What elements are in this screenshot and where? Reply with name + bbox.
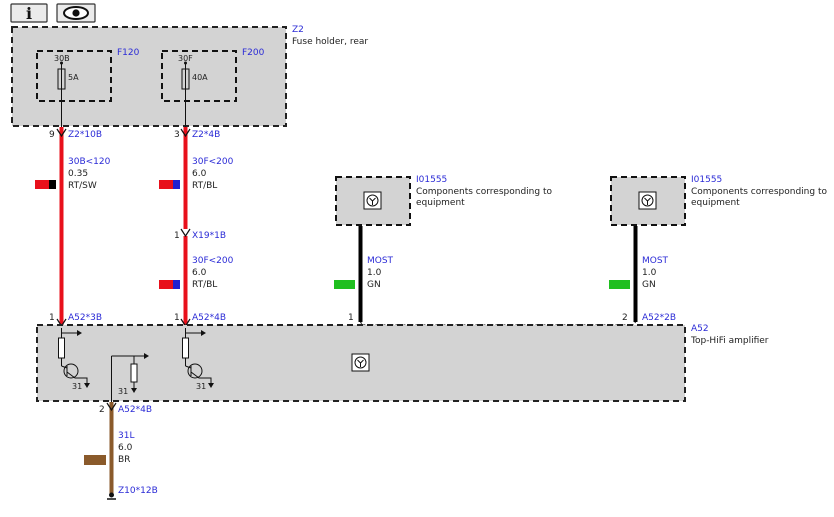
wire-most-left-color: GN <box>367 280 381 290</box>
wire-most-right-color-swatch <box>609 280 630 289</box>
wire-30b-120-color-swatch <box>35 180 56 189</box>
wire-30f-200-lower-size: 6.0 <box>192 268 207 278</box>
wire-31l-color: BR <box>118 455 130 465</box>
wire-30b-120-color: RT/SW <box>68 181 97 191</box>
ground-label-3: 31 <box>196 382 206 391</box>
component-i01555-right-ref: I01555 <box>691 175 722 185</box>
fuse-f120-terminal: 30B <box>54 54 70 63</box>
wire-31l-color-swatch <box>84 455 106 465</box>
component-i01555-left[interactable] <box>335 176 411 226</box>
connector-a52-4b-bottom-pin: 2 <box>99 405 105 415</box>
wire-most-left-color-swatch <box>334 280 355 289</box>
connector-a52-4b-top-label: A52*4B <box>192 313 226 323</box>
wire-30f-200-lower-signal: 30F<200 <box>192 256 234 266</box>
eye-icon <box>63 6 89 20</box>
wire-30f-200-lower-color-swatch <box>159 280 180 289</box>
info-icon: i <box>26 4 32 23</box>
wire-most-right-size: 1.0 <box>642 268 657 278</box>
speaker-icon <box>363 191 382 210</box>
fuse-f200-id: F200 <box>242 48 265 58</box>
connector-a52-most-pin: 1 <box>348 313 354 323</box>
component-i01555-left-ref: I01555 <box>416 175 447 185</box>
amplifier-description: Top-HiFi amplifier <box>690 336 769 346</box>
connector-a52-3b-pin: 1 <box>49 313 55 323</box>
speaker-icon <box>638 191 657 210</box>
amplifier-ref: A52 <box>691 324 709 334</box>
connector-z2-4b-pin: 3 <box>174 130 180 140</box>
connector-x19-1b-symbol <box>180 228 191 238</box>
wire-most-left-size: 1.0 <box>367 268 382 278</box>
connector-z2-10b-symbol <box>56 128 67 138</box>
connector-z2-10b-label: Z2*10B <box>68 130 102 140</box>
wire-30f-200-lower-color: RT/BL <box>192 280 217 290</box>
wire-most-right-signal: MOST <box>642 256 669 266</box>
component-i01555-right-desc-1: Components corresponding to <box>691 187 827 197</box>
connector-x19-1b-pin: 1 <box>174 231 180 241</box>
amplifier-circuit-1 <box>58 328 90 388</box>
info-button[interactable]: i <box>10 3 48 23</box>
wire-30f-200-upper-color-swatch <box>159 180 180 189</box>
connector-z2-4b-symbol <box>180 128 191 138</box>
fuse-f120-id: F120 <box>117 48 140 58</box>
connector-a52-2b-label: A52*2B <box>642 313 676 323</box>
connector-x19-1b-label: X19*1B <box>192 231 226 241</box>
amplifier-speaker-icon <box>351 353 370 372</box>
wire-most-left-signal: MOST <box>367 256 394 266</box>
fuse-holder-ref: Z2 <box>292 25 304 35</box>
component-i01555-right[interactable] <box>610 176 686 226</box>
amplifier-circuit-2 <box>111 353 149 402</box>
fuse-f200[interactable] <box>161 50 237 102</box>
fuse-holder-description: Fuse holder, rear <box>292 37 368 47</box>
connector-a52-4b-bottom-label: A52*4B <box>118 405 152 415</box>
fuse-f200-rating: 40A <box>192 73 208 82</box>
connector-a52-3b-label: A52*3B <box>68 313 102 323</box>
connector-z10-12b-label: Z10*12B <box>118 486 158 496</box>
wire-31l-size: 6.0 <box>118 443 133 453</box>
wire-most-right-color: GN <box>642 280 656 290</box>
view-button[interactable] <box>56 3 96 23</box>
fuse-f200-terminal: 30F <box>178 54 193 63</box>
ground-label-2: 31 <box>118 387 128 396</box>
fuse-f120[interactable] <box>36 50 112 102</box>
connector-a52-4b-bottom-symbol <box>106 402 117 412</box>
wire-30f-200-upper-color: RT/BL <box>192 181 217 191</box>
wire-30b-120-signal: 30B<120 <box>68 157 111 167</box>
component-i01555-right-desc-2: equipment <box>691 198 740 208</box>
component-i01555-left-desc-1: Components corresponding to <box>416 187 552 197</box>
wire-30b-120-size: 0.35 <box>68 169 88 179</box>
ground-terminal-z10-12b[interactable] <box>107 492 116 500</box>
connector-z2-4b-label: Z2*4B <box>192 130 220 140</box>
wire-30f-200-upper-size: 6.0 <box>192 169 207 179</box>
ground-label-1: 31 <box>72 382 82 391</box>
connector-a52-2b-pin: 2 <box>622 313 628 323</box>
connector-z2-10b-pin: 9 <box>49 130 55 140</box>
wire-30f-200-upper-signal: 30F<200 <box>192 157 234 167</box>
amplifier-circuit-3 <box>182 328 214 388</box>
connector-a52-4b-top-pin: 1 <box>174 313 180 323</box>
component-i01555-left-desc-2: equipment <box>416 198 465 208</box>
most-bus-link <box>360 321 636 326</box>
fuse-f120-rating: 5A <box>68 73 79 82</box>
wire-31l-signal: 31L <box>118 431 134 441</box>
